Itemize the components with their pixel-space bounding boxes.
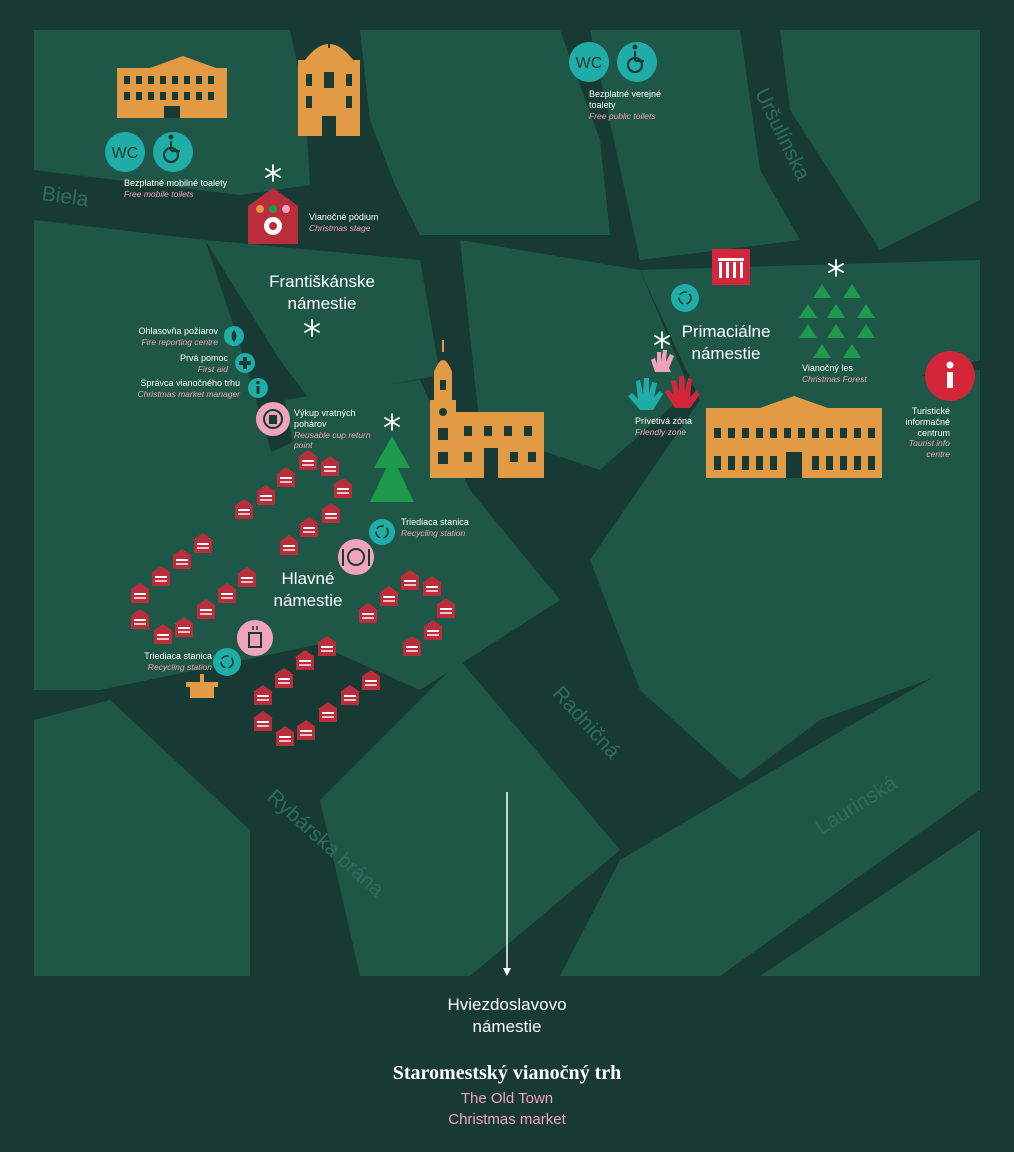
wc-icon [105, 132, 145, 172]
church-building [298, 32, 360, 136]
fountain-icon [186, 674, 218, 698]
square-primacialne: Primaciálne námestie [681, 322, 771, 363]
friendly-zone-hands-icon [628, 350, 700, 410]
recycling-icon [369, 519, 395, 545]
destination-hviezdoslavovo: Hviezdoslavovo námestie [447, 995, 567, 1036]
svg-text:WC: WC [576, 55, 603, 72]
arrow-head-icon [503, 968, 511, 976]
palace-building [117, 56, 227, 118]
recycling-icon [671, 284, 699, 312]
gallery-icon [712, 249, 750, 285]
christmas-tree-icon [370, 436, 414, 502]
square-hlavne: Hlavné námestie [273, 569, 343, 610]
food-icon [338, 539, 374, 575]
market-subtitle: The Old Town Christmas market [448, 1090, 566, 1128]
primates-palace-building [706, 396, 882, 478]
square-frantiskanske: Františkánske námestie [269, 272, 375, 313]
recycling-icon [213, 648, 241, 676]
market-title: Staromestský vianočný trh [392, 1062, 622, 1084]
christmas-stage-icon [248, 164, 298, 244]
drink-icon [237, 620, 273, 656]
old-town-hall-building [430, 340, 544, 478]
wc-icon [569, 42, 609, 82]
svg-text:WC: WC [112, 145, 139, 162]
